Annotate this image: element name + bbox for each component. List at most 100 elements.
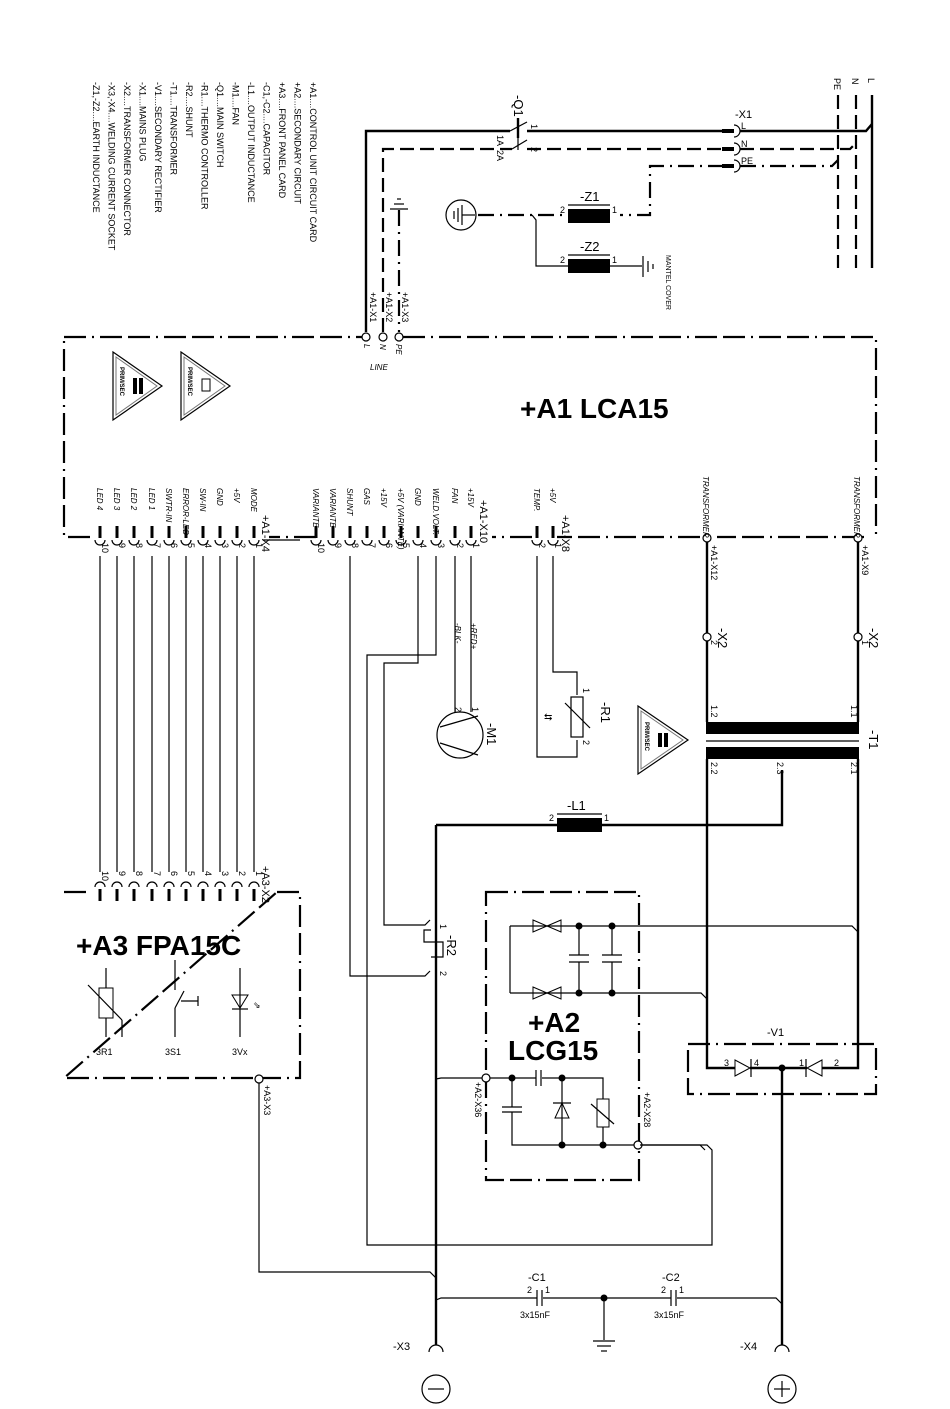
svg-text:1: 1 (612, 255, 617, 265)
svg-text:1: 1 (860, 640, 870, 645)
welding-socket-x4[interactable]: -X4 (740, 1341, 797, 1404)
x4-pin-2[interactable]: 2+5V (231, 488, 247, 548)
x10-pin-6[interactable]: 6+15V (378, 488, 394, 548)
svg-text:2: 2 (581, 740, 591, 745)
legend-entry: -R2....SHUNT (184, 82, 194, 138)
rectifier-v1[interactable]: -V1 3 4 1 2 (724, 1027, 839, 1077)
transformer-t1[interactable]: -T1 1.2 1.1 2.2 2.3 2.1 (706, 705, 881, 775)
wire-temp (536, 556, 578, 758)
capacitor-c2[interactable]: -C2 2 1 3x15nF (654, 1272, 685, 1320)
svg-text:L: L (362, 344, 371, 348)
x4-signal: MODE (249, 488, 258, 513)
svg-text:-X3: -X3 (393, 1341, 410, 1353)
a3-x2-pin-1[interactable]: 1 (248, 871, 264, 901)
svg-text:-V1: -V1 (767, 1027, 784, 1039)
terminal-a1-x3[interactable] (394, 332, 404, 342)
pe-ground-icon (390, 198, 408, 210)
v1-outline (686, 1042, 878, 1096)
svg-text:4: 4 (203, 543, 213, 548)
a3-x2-pin-8[interactable]: 8 (128, 871, 144, 901)
a3-x2-pin-6[interactable]: 6 (163, 871, 179, 901)
wire-a2-bottom (510, 992, 708, 1000)
x10-signal: GAS (362, 488, 371, 506)
a2-board-outline (484, 890, 641, 1182)
x4-pin-4[interactable]: 4SW-IN (197, 488, 213, 548)
x8-pin-1[interactable]: 1+5V (547, 488, 563, 548)
x10-signal: +5V (VARIANTE) (396, 488, 405, 550)
terminal-a2-x36[interactable] (481, 1073, 491, 1083)
terminal-x2-1[interactable] (853, 632, 863, 642)
svg-text:2A: 2A (495, 150, 505, 161)
terminal-a1-x9[interactable] (853, 533, 863, 543)
earth-inductance-z1[interactable]: -Z1 2 1 (560, 189, 617, 223)
svg-text:2: 2 (560, 255, 565, 265)
mains-plug-x1[interactable]: -X1 L N PE (722, 109, 753, 173)
svg-text:PE: PE (741, 156, 753, 166)
potentiometer-3r1: 3R1 (87, 968, 123, 1057)
svg-text:7: 7 (152, 543, 162, 548)
a3-x2-pin-9[interactable]: 9 (111, 871, 127, 901)
svg-text:2: 2 (237, 871, 247, 876)
terminal-a1-x12[interactable] (702, 533, 712, 543)
thermo-controller-r1[interactable]: -R1 1 2 ⇆ (544, 688, 613, 745)
earth-inductance-z2[interactable]: -Z2 2 1 (560, 239, 617, 273)
x8-label: +A1-X8 (559, 515, 571, 552)
svg-text:2: 2 (529, 147, 539, 152)
shunt-r2[interactable]: -R2 1 2 (423, 924, 459, 976)
capacitor-c1[interactable]: -C1 2 1 3x15nF (520, 1272, 551, 1320)
a3-x2-pin-5[interactable]: 5 (180, 871, 196, 901)
fan-m1[interactable]: -M1 2 1 (436, 707, 499, 759)
main-switch-q1[interactable]: -Q1 1A 2A 1 2 (495, 95, 539, 161)
terminal-a1-x1[interactable] (361, 332, 371, 342)
svg-text:6: 6 (169, 871, 179, 876)
svg-text:-Z1: -Z1 (580, 189, 600, 204)
ribbon-cable-x4-a3 (99, 539, 300, 872)
terminal-a3-x3[interactable] (254, 1074, 264, 1084)
legend-entry: +A3....FRONT PANEL CARD (277, 82, 287, 199)
legend-entry: +A2....SECONDARY CIRCUIT (293, 82, 303, 204)
svg-text:10: 10 (100, 871, 110, 881)
svg-text:1: 1 (471, 543, 481, 548)
svg-text:3x15nF: 3x15nF (654, 1310, 685, 1320)
q1-label: -Q1 (511, 95, 526, 117)
x10-signal: +15V (466, 488, 475, 508)
x10-pin-1[interactable]: 1 +15V (465, 488, 481, 548)
a3-x2-pin-10[interactable]: 10 (94, 871, 110, 901)
svg-text:3R1: 3R1 (96, 1047, 113, 1057)
a3-x2-pin-3[interactable]: 3 (214, 871, 230, 901)
legend-entry: -X3,-X4....WELDING CURRENT SOCKET (107, 82, 117, 251)
a3-x2-pin-2[interactable]: 2 (231, 871, 247, 901)
svg-text:6: 6 (169, 543, 179, 548)
output-inductance-l1[interactable]: -L1 2 1 (549, 798, 609, 832)
svg-text:1.1: 1.1 (849, 705, 859, 718)
x10-signal: VARIANTE (328, 488, 337, 528)
terminal-a1-x2[interactable] (378, 332, 388, 342)
svg-text:+RED+: +RED+ (469, 623, 478, 650)
welding-socket-x3[interactable]: -X3 (393, 1341, 451, 1404)
terminal-x2-2[interactable] (702, 632, 712, 642)
svg-text:8: 8 (134, 543, 144, 548)
x10-pin-5[interactable]: 5+5V (VARIANTE) (395, 488, 411, 550)
a3-x2-pin-4[interactable]: 4 (197, 871, 213, 901)
a3-x2-pin-7[interactable]: 7 (146, 871, 162, 901)
line-label: LINE (370, 363, 388, 372)
ground-icon (593, 1340, 615, 1352)
x10-signal: GND (413, 488, 422, 506)
